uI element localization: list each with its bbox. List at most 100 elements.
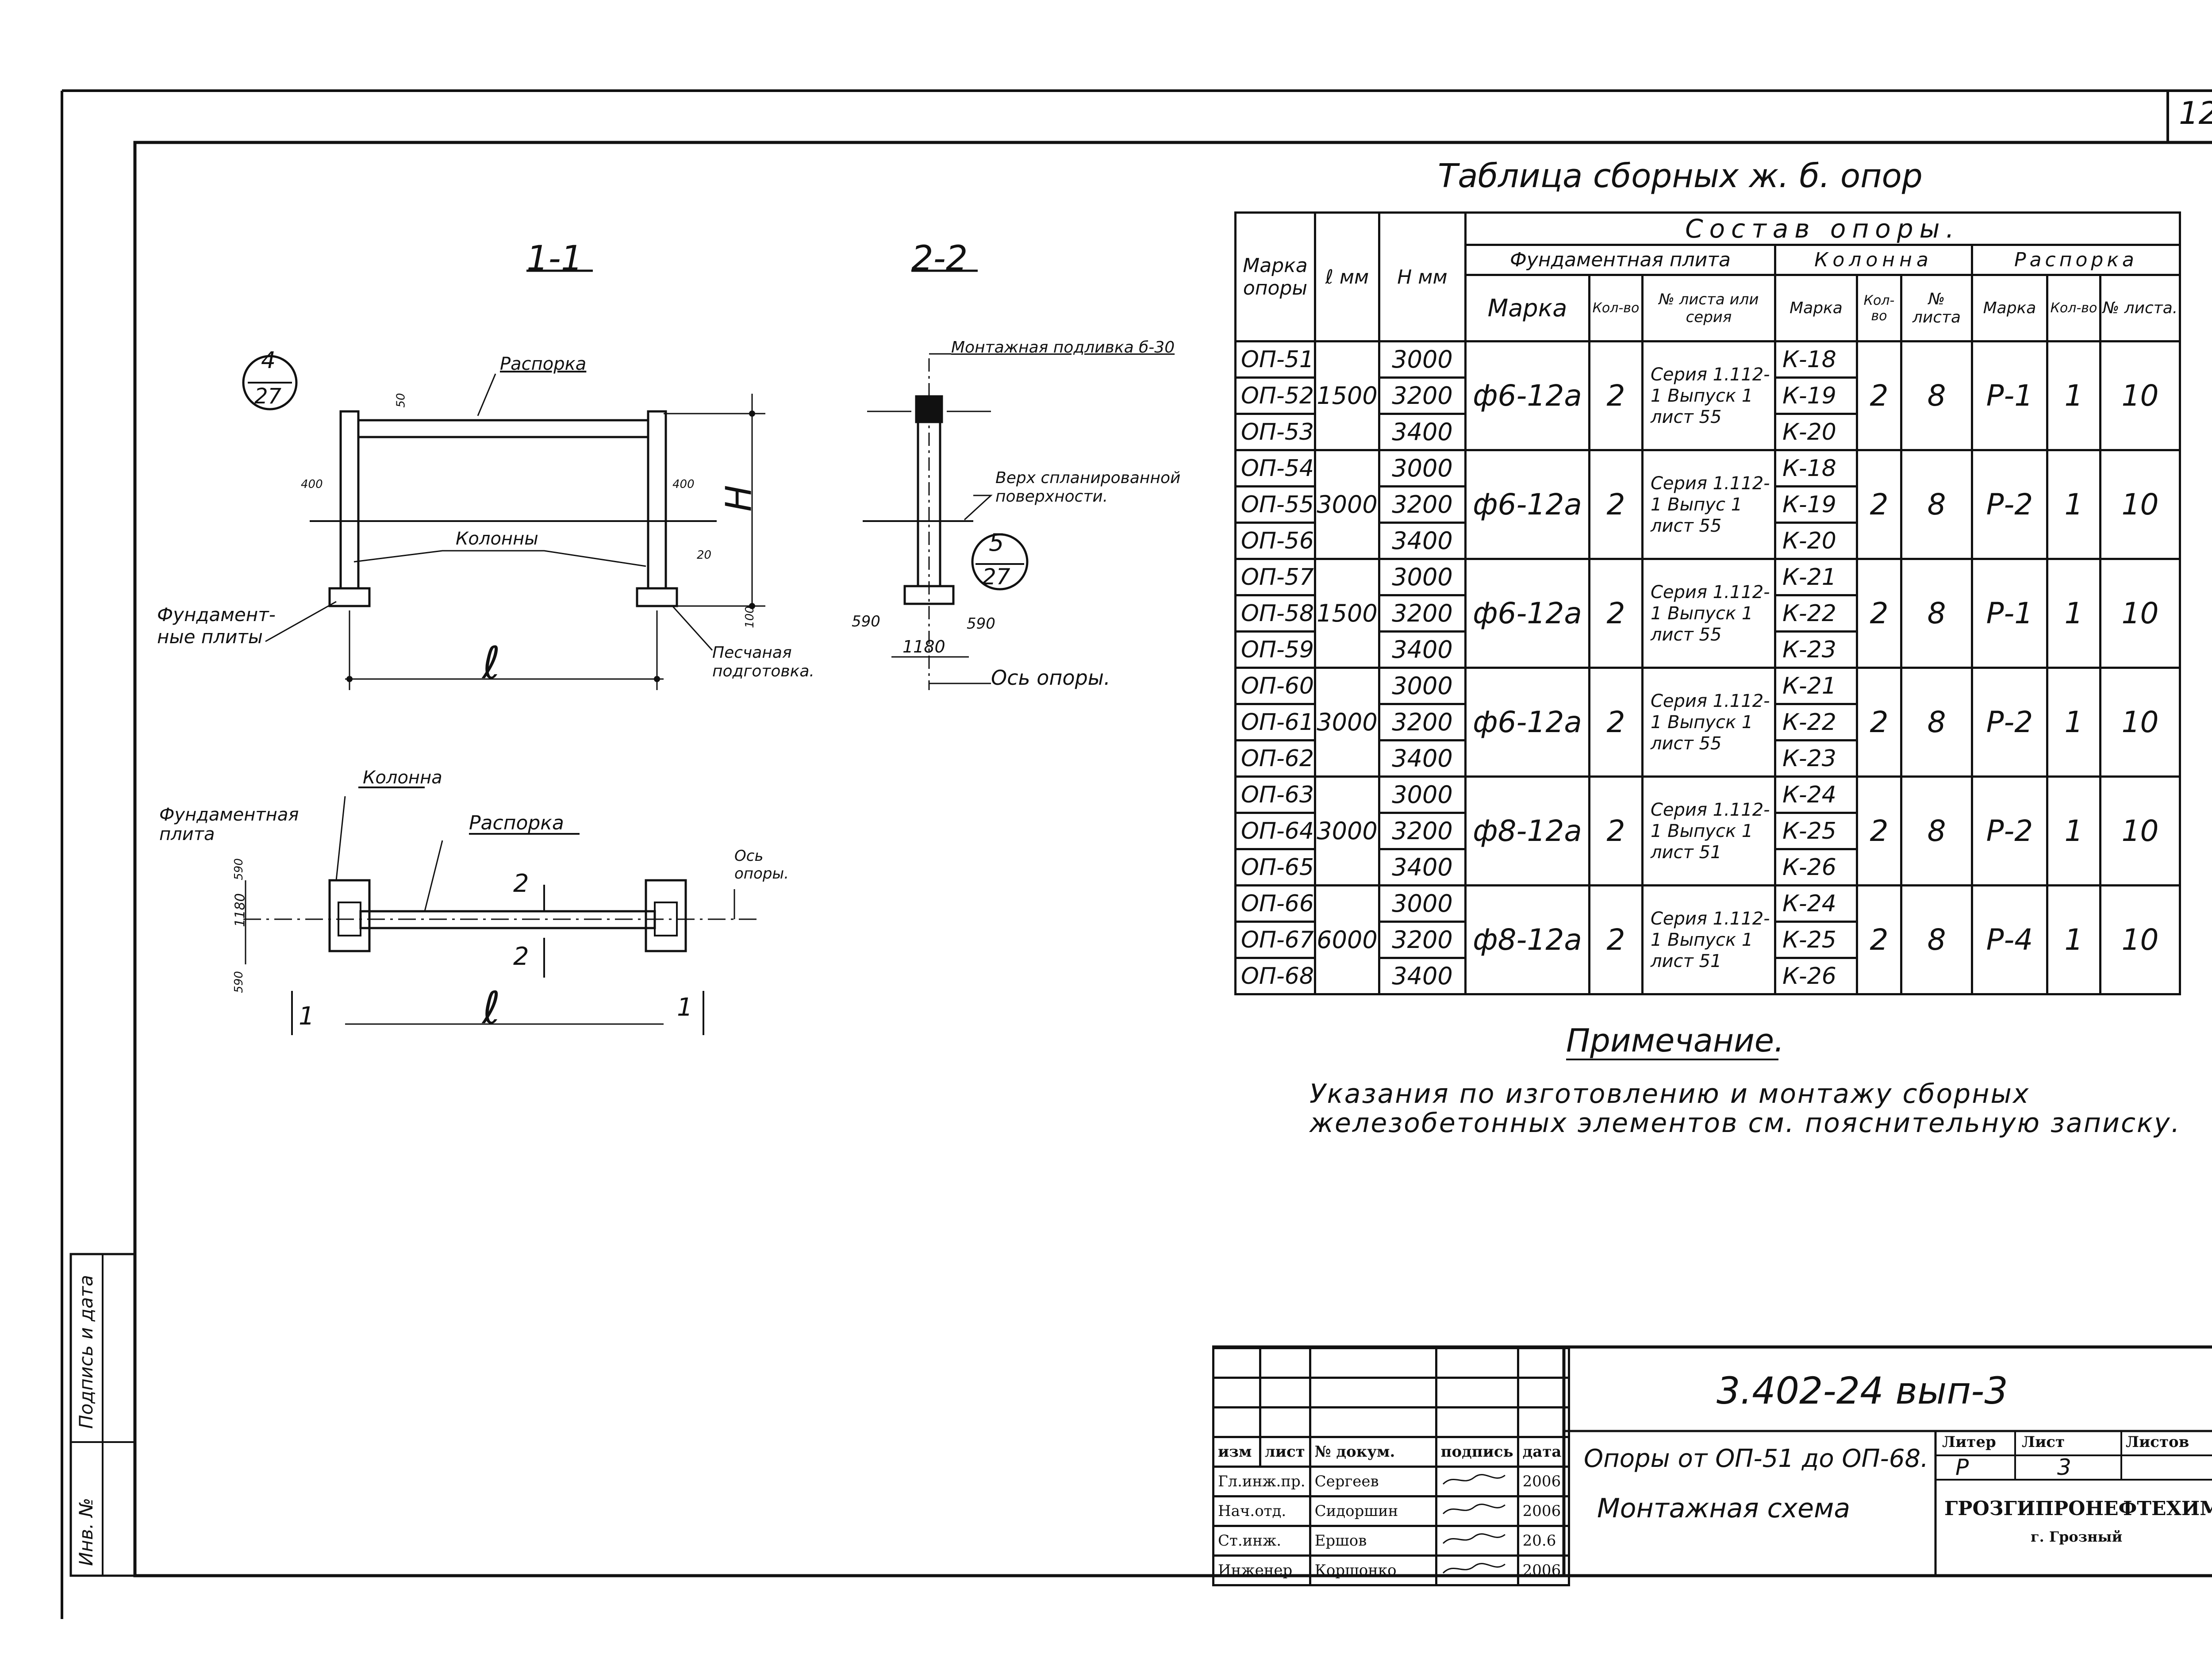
stamp-name: Ершов	[1309, 1525, 1437, 1557]
cell-l: 1500	[1313, 558, 1380, 669]
plan-dim-1180: 1180	[232, 893, 248, 927]
cell-l: 3000	[1313, 449, 1380, 560]
cell-column: К-18	[1774, 449, 1858, 487]
plan-axis-label: Ось опоры.	[734, 847, 789, 883]
stamp-name: Коршонко	[1309, 1554, 1437, 1586]
plan-dim-590-bottom: 590	[232, 971, 246, 993]
callout-b-num: 5	[989, 529, 1004, 556]
stamp-signature	[1435, 1495, 1519, 1527]
cell-c-qty: 2	[1855, 558, 1902, 669]
label-sand: Песчаная подготовка.	[712, 644, 814, 680]
signature-icon	[1442, 1533, 1505, 1544]
stamp-date: 2006	[1517, 1495, 1570, 1527]
stamp-role: Гл.инж.пр.	[1212, 1466, 1311, 1497]
cell-mark: ОП-63	[1234, 775, 1316, 814]
cell-mark: ОП-61	[1234, 703, 1316, 741]
cell-s-mark: Р-2	[1970, 775, 2048, 886]
plan-column-label: Колонна	[363, 767, 442, 788]
stamp-signature	[1435, 1525, 1519, 1557]
page-number: 12	[2179, 95, 2212, 131]
cell-f-qty: 2	[1588, 884, 1644, 995]
stamp-role: Нач.отд.	[1212, 1495, 1311, 1527]
stamp-person-row: Нач.отд.Сидоршин 2006	[1212, 1495, 1570, 1527]
side-inv-label: Инв. №	[75, 1497, 97, 1566]
cell-s-sheet: 10	[2099, 667, 2181, 778]
org-name: ГРОЗГИПРОНЕФТЕХИМ	[1944, 1497, 2212, 1520]
cell-column: К-23	[1774, 739, 1858, 778]
cell-s-sheet: 10	[2099, 884, 2181, 995]
title-line1: Опоры от ОП-51 до ОП-68.	[1584, 1444, 1928, 1473]
cell-column: К-18	[1774, 340, 1858, 379]
plan-cut-1-right: 1	[677, 993, 693, 1022]
plan-cut-2-bottom: 2	[513, 942, 529, 971]
plan-cut-2-top: 2	[513, 869, 529, 898]
cell-column: К-20	[1774, 413, 1858, 451]
stamp-col-header: подпись	[1435, 1436, 1519, 1468]
cell-column: К-25	[1774, 921, 1858, 959]
stamp-col-header: изм	[1212, 1436, 1261, 1468]
cell-mark: ОП-67	[1234, 921, 1316, 959]
cell-h: 3400	[1378, 413, 1467, 451]
cell-mark: ОП-56	[1234, 522, 1316, 560]
cell-s-sheet: 10	[2099, 340, 2181, 451]
th-foundation: Фундаментная плита	[1464, 244, 1776, 276]
cell-s-mark: Р-4	[1970, 884, 2048, 995]
label-l: ℓ	[482, 637, 501, 689]
stamp-date: 20.6	[1517, 1525, 1570, 1557]
cell-f-mark: ф8-12а	[1464, 775, 1590, 886]
note-text: Указания по изготовлению и монтажу сборн…	[1310, 1078, 2181, 1139]
label-h: H	[718, 485, 760, 512]
plan-label-l: ℓ	[482, 982, 501, 1034]
cell-f-mark: ф6-12а	[1464, 340, 1590, 451]
cell-s-qty: 1	[2046, 449, 2101, 560]
cell-f-series: Серия 1.112-1 Выпуск 1 лист 55	[1641, 667, 1776, 778]
th-f-sheet: № листа или серия	[1641, 274, 1776, 342]
cell-s-sheet: 10	[2099, 775, 2181, 886]
plan-dim-590-top: 590	[232, 858, 246, 880]
cell-mark: ОП-65	[1234, 848, 1316, 886]
title-line2: Монтажная схема	[1597, 1493, 1851, 1524]
cell-column: К-25	[1774, 812, 1858, 850]
cell-mark: ОП-59	[1234, 630, 1316, 669]
th-f-qty: Кол-во	[1588, 274, 1644, 342]
cell-s-mark: Р-1	[1970, 558, 2048, 669]
th-group: Состав опоры.	[1464, 211, 2181, 246]
cell-h: 3200	[1378, 703, 1467, 741]
cell-h: 3400	[1378, 848, 1467, 886]
plan-strut-label: Распорка	[469, 812, 564, 834]
cell-s-sheet: 10	[2099, 449, 2181, 560]
cell-f-mark: ф6-12а	[1464, 558, 1590, 669]
cell-f-series: Серия 1.112-1 Выпуск 1 лист 55	[1641, 340, 1776, 451]
side-sign-label: Подпись и дата	[75, 1275, 97, 1429]
cell-mark: ОП-66	[1234, 884, 1316, 923]
supports-table: Марка опоры ℓ мм H мм Состав опоры. Фунд…	[1234, 211, 2181, 995]
dim-20: 20	[697, 549, 712, 562]
stamp-signature	[1435, 1466, 1519, 1497]
cell-mark: ОП-51	[1234, 340, 1316, 379]
th-s-qty: Кол-во	[2046, 274, 2101, 342]
sheets-header: Листов	[2126, 1433, 2189, 1451]
dim-590a: 590	[852, 613, 880, 630]
th-s-sheet: № листа.	[2099, 274, 2181, 342]
stamp-name: Сидоршин	[1309, 1495, 1437, 1527]
stamp-col-header: дата	[1517, 1436, 1570, 1468]
cell-s-qty: 1	[2046, 340, 2101, 451]
cell-s-mark: Р-2	[1970, 449, 2048, 560]
th-strut: Распорка	[1970, 244, 2181, 276]
callout-a-den: 27	[254, 384, 282, 409]
cell-c-qty: 2	[1855, 449, 1902, 560]
cell-f-mark: ф8-12а	[1464, 884, 1590, 995]
th-f-mark: Марка	[1464, 274, 1590, 342]
th-s-mark: Марка	[1970, 274, 2048, 342]
label-top-surface: Верх спланированной поверхности.	[995, 469, 1181, 506]
